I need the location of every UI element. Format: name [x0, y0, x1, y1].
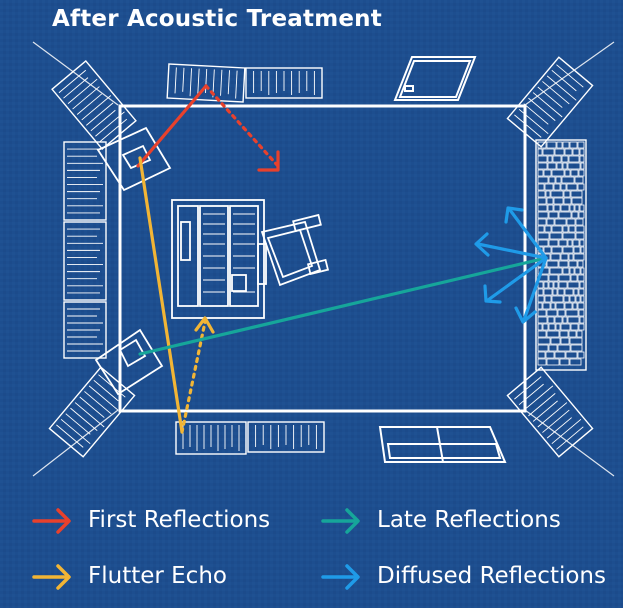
- speakers: [94, 126, 172, 396]
- chair: [260, 213, 330, 287]
- diffused-reflections-legend-icon: [321, 564, 360, 590]
- legend-late-reflections: Late Reflections: [377, 507, 561, 533]
- room-walls: [118, 104, 527, 413]
- reflection-rays: [136, 84, 548, 434]
- flutter-echo-dotted-ray: [180, 320, 207, 434]
- flutter-echo-ray: [138, 156, 184, 434]
- flutter-echo-arrowhead: [194, 316, 215, 334]
- panel-corner-bottom-left: [48, 366, 136, 458]
- diffused-arrowhead-1: [474, 232, 490, 257]
- panel-corner-top-right: [506, 56, 594, 148]
- panel-bottom-left: [175, 421, 247, 455]
- corner-lines: [32, 41, 615, 477]
- legend-first-reflections: First Reflections: [88, 507, 271, 533]
- first-reflections-legend-icon: [32, 508, 71, 534]
- panel-top-right: [245, 67, 323, 99]
- page-title: After Acoustic Treatment: [52, 6, 382, 32]
- panel-corner-bottom-right: [506, 366, 594, 458]
- mixing-desk: [171, 199, 267, 319]
- diffused-ray-3: [486, 256, 548, 302]
- panel-corner-top-left: [51, 59, 137, 151]
- diffused-ray-1: [476, 242, 548, 260]
- window: [378, 426, 507, 463]
- first-reflection-ray: [136, 84, 208, 168]
- first-reflection-arrowhead: [257, 150, 280, 172]
- panel-bottom-right: [247, 421, 325, 453]
- diffused-arrowhead-4: [514, 306, 537, 324]
- door: [393, 56, 477, 101]
- diffused-ray-4: [522, 256, 548, 322]
- panel-left-3: [63, 301, 107, 359]
- panel-left-2: [63, 221, 107, 301]
- panel-left-1: [63, 141, 107, 221]
- diffused-ray-2: [508, 208, 548, 260]
- diffused-arrowhead-2: [504, 206, 524, 224]
- first-reflection-dotted-ray: [204, 84, 280, 168]
- flutter-echo-legend-icon: [32, 564, 71, 590]
- diffused-arrowhead-3: [483, 284, 502, 304]
- legend-flutter-echo: Flutter Echo: [88, 563, 227, 589]
- legend-arrows: [32, 508, 360, 590]
- late-reflections-legend-icon: [321, 508, 360, 534]
- legend-diffused-reflections: Diffused Reflections: [377, 563, 606, 589]
- late-reflection-ray: [138, 256, 548, 356]
